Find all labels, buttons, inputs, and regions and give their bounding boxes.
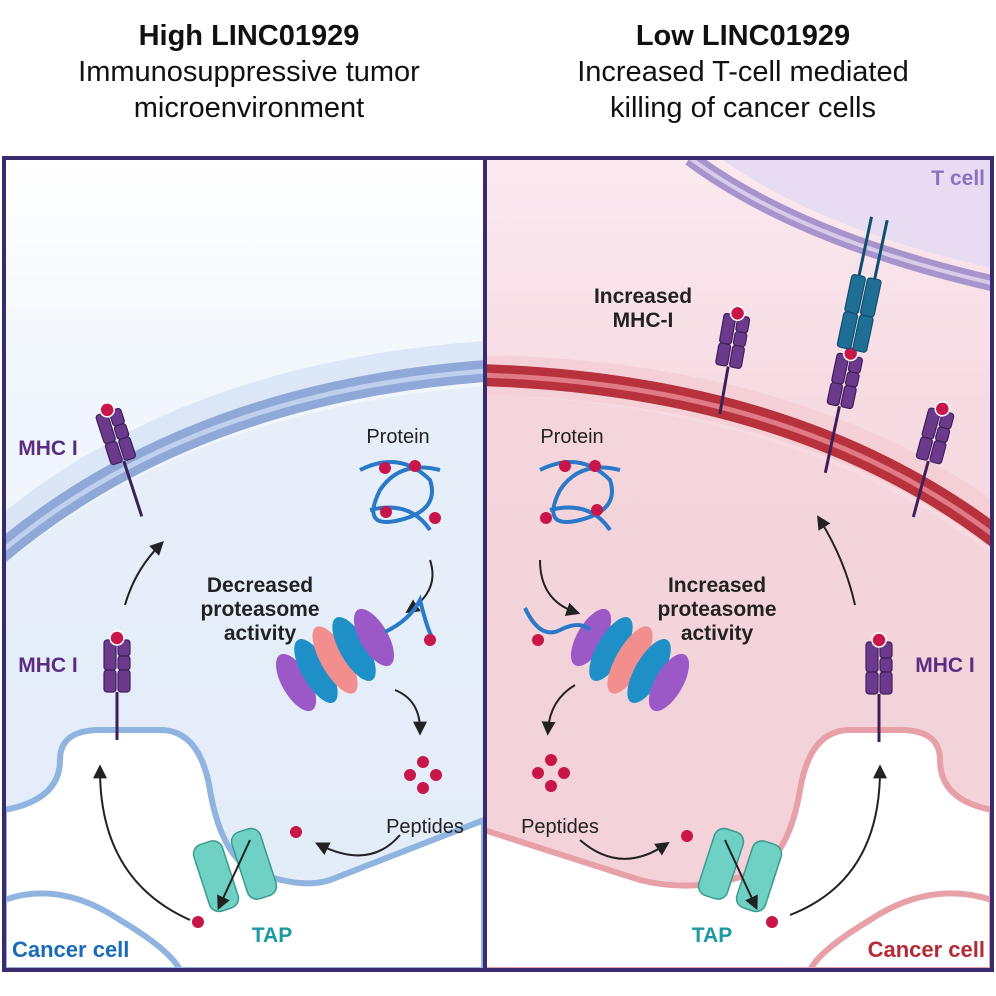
right-mhc-side: [911, 397, 958, 518]
left-er: [4, 727, 484, 970]
left-proteasome-icon: [275, 608, 395, 712]
left-header: High LINC01929 Immunosuppressive tumor m…: [0, 18, 498, 126]
right-subtitle-line1: Increased T-cell mediated: [577, 56, 909, 88]
left-peptides-label: Peptides: [386, 816, 464, 838]
right-peptides-label: Peptides: [521, 816, 599, 838]
left-tap-icon: [192, 827, 278, 913]
left-panel: [4, 158, 484, 970]
left-activity-line1: Decreased: [207, 574, 313, 597]
right-subtitle-line2: killing of cancer cells: [610, 92, 876, 124]
right-cell-label: Cancer cell: [868, 937, 985, 962]
left-protein-icon: [359, 460, 441, 532]
right-tap-label: TAP: [692, 924, 732, 947]
left-mhc-top: [91, 398, 144, 517]
right-activity-line3: activity: [681, 622, 754, 645]
left-activity-line2: proteasome: [200, 598, 319, 621]
left-mhc-mid: [103, 630, 131, 740]
left-activity-line3: activity: [224, 622, 297, 645]
left-protein-label: Protein: [366, 426, 429, 448]
right-mhc-increased-line1: Increased: [594, 285, 692, 308]
t-cell-label: T cell: [931, 167, 985, 190]
right-mhc-increased: [714, 303, 753, 415]
right-peptides-icon: [532, 754, 570, 792]
left-mhc-top-label: MHC I: [18, 437, 78, 460]
right-mhc-tcr-complex: [823, 216, 889, 474]
right-activity-line1: Increased: [668, 574, 766, 597]
right-header: Low LINC01929 Increased T-cell mediated …: [494, 18, 992, 126]
right-activity-line2: proteasome: [657, 598, 776, 621]
right-proteasome-icon: [570, 608, 690, 712]
right-title: Low LINC01929: [635, 20, 851, 52]
right-mhc-mid: [865, 632, 893, 742]
left-peptides-icon: [404, 756, 442, 794]
left-subtitle-line1: Immunosuppressive tumor: [78, 56, 420, 88]
right-mhc-mid-label: MHC I: [915, 654, 975, 677]
left-mhc-mid-label: MHC I: [18, 654, 78, 677]
right-protein-label: Protein: [540, 426, 603, 448]
frame: [2, 156, 994, 972]
left-title: High LINC01929: [138, 20, 360, 52]
left-subtitle-line2: microenvironment: [133, 92, 365, 124]
left-cell-label: Cancer cell: [12, 937, 129, 962]
right-mhc-increased-line2: MHC-I: [613, 309, 674, 332]
left-tap-label: TAP: [252, 924, 292, 947]
right-protein-icon: [539, 460, 621, 532]
